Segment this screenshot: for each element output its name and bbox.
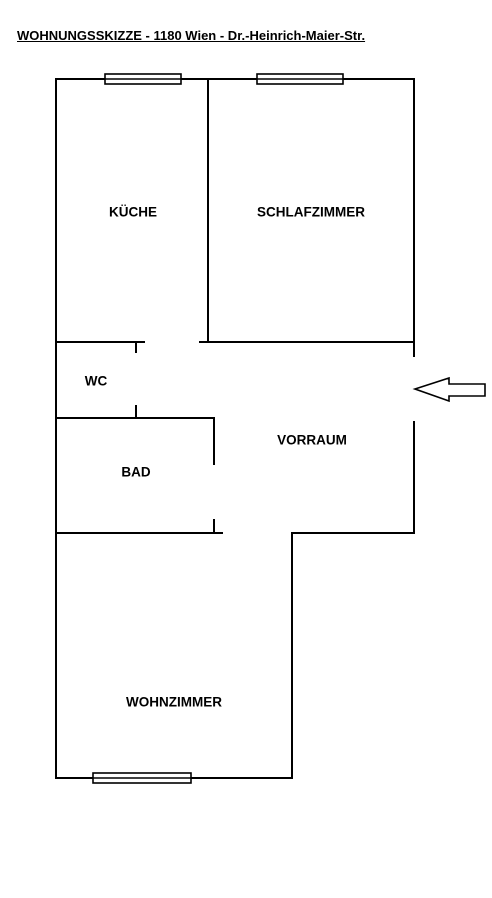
room-label-wohnzimmer: WOHNZIMMER	[126, 694, 222, 710]
window-wohnzimmer	[92, 772, 192, 784]
window-kueche	[104, 73, 182, 85]
room-label-schlafzimmer: SCHLAFZIMMER	[257, 204, 365, 220]
room-label-wc: WC	[84, 373, 108, 389]
room-label-vorraum: VORRAUM	[277, 432, 347, 448]
room-label-kueche: KÜCHE	[108, 204, 158, 220]
room-label-bad: BAD	[121, 464, 151, 480]
entrance-arrow-icon	[412, 376, 486, 403]
plan-title: WOHNUNGSSKIZZE - 1180 Wien - Dr.-Heinric…	[17, 28, 366, 43]
window-schlafzimmer	[256, 73, 344, 85]
